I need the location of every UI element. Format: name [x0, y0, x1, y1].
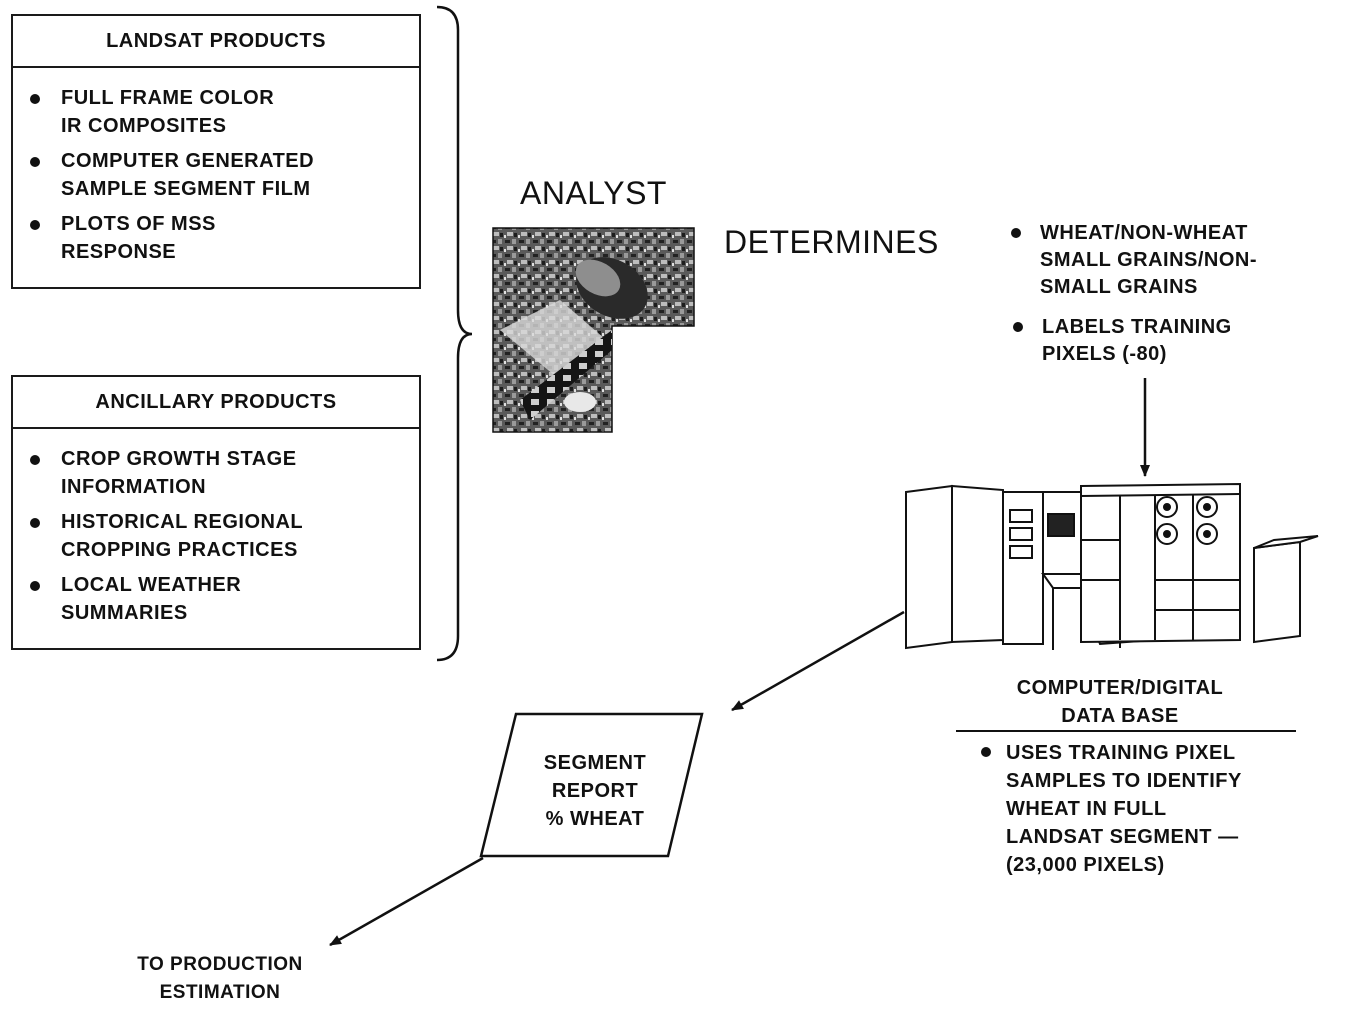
analyst-verb: DETERMINES [724, 224, 939, 261]
ancillary-item: CROP GROWTH STAGE INFORMATION [61, 445, 399, 501]
landsat-item: PLOTS OF MSS RESPONSE [61, 210, 399, 266]
computer-item: USES TRAINING PIXEL SAMPLES TO IDENTIFY … [1006, 739, 1242, 879]
bullet-dot [1011, 228, 1021, 238]
production-estimation-label: TO PRODUCTION ESTIMATION [100, 951, 340, 1007]
landsat-products-title: LANDSAT PRODUCTS [13, 16, 419, 68]
arrow-to-production [330, 858, 483, 945]
bullet-dot [1013, 322, 1023, 332]
determination-item: WHEAT/NON-WHEAT SMALL GRAINS/NON- SMALL … [1040, 220, 1257, 301]
ancillary-item: LOCAL WEATHER SUMMARIES [61, 571, 399, 627]
determination-item: LABELS TRAINING PIXELS (-80) [1042, 314, 1232, 368]
landsat-products-box: LANDSAT PRODUCTS FULL FRAME COLOR IR COM… [11, 14, 421, 289]
landsat-item: FULL FRAME COLOR IR COMPOSITES [61, 84, 399, 140]
analyst-photo [493, 228, 694, 432]
computer-illustration [906, 484, 1318, 650]
ancillary-item: HISTORICAL REGIONAL CROPPING PRACTICES [61, 508, 399, 564]
landsat-item: COMPUTER GENERATED SAMPLE SEGMENT FILM [61, 147, 399, 203]
ancillary-products-title: ANCILLARY PRODUCTS [13, 377, 419, 429]
ancillary-products-list: CROP GROWTH STAGE INFORMATION HISTORICAL… [13, 429, 419, 627]
segment-report-text: SEGMENT REPORT % WHEAT [520, 749, 670, 833]
landsat-products-list: FULL FRAME COLOR IR COMPOSITES COMPUTER … [13, 68, 419, 266]
bullet-dot [981, 747, 991, 757]
grouping-brace [437, 7, 472, 660]
computer-title: COMPUTER/DIGITAL DATA BASE [970, 674, 1270, 730]
arrow-to-report [732, 612, 904, 710]
analyst-title: ANALYST [520, 175, 667, 212]
ancillary-products-box: ANCILLARY PRODUCTS CROP GROWTH STAGE INF… [11, 375, 421, 650]
